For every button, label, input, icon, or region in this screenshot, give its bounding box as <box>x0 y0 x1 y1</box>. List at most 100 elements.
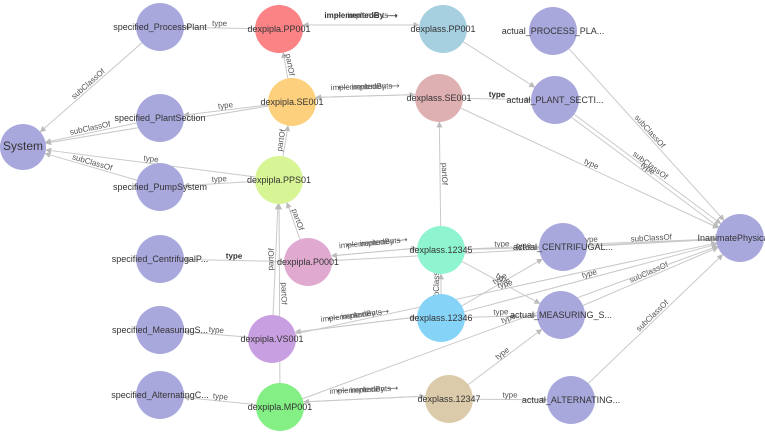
node-label: dexplass.12345 <box>409 245 472 255</box>
node-dp-se001[interactable]: dexpipla.SE001 <box>260 78 324 126</box>
node-dp-mp001[interactable]: dexpipla.MP001 <box>248 383 313 431</box>
node-label: dexpipla.MP001 <box>248 402 313 412</box>
edge-dp_p0001-dp_pps01 <box>285 202 301 240</box>
edge-label-implements: ⟵ implements <box>346 236 401 250</box>
node-sp-measuring[interactable]: specified_MeasuringS... <box>112 306 208 354</box>
node-ac-measuring[interactable]: actual_MEASURING_S... <box>510 291 612 339</box>
nodes-layer: System specified_ProcessPlant specified_Pl… <box>0 3 765 431</box>
node-circle[interactable] <box>415 74 463 122</box>
edge-label-implementedby: implementedBy ⟶ <box>324 11 398 20</box>
node-dp-pp001[interactable]: dexpipla.PP001 <box>247 5 311 53</box>
node-circle[interactable] <box>136 371 184 419</box>
node-dc-12347[interactable]: dexplass.12347 <box>417 375 481 423</box>
edge-label-subclassof: subClassOf <box>70 66 108 101</box>
edge-dp_mp001-sp_alternating <box>183 394 257 406</box>
edge-label-type: type <box>489 90 506 99</box>
edge-label-subclassof: subClassOf <box>634 298 671 334</box>
node-ac-centrifugal[interactable]: actual_CENTRIFUGAL... <box>513 223 613 271</box>
node-sp-alternating[interactable]: specified_AlternatingC... <box>111 371 209 419</box>
node-sp-centrifugal[interactable]: specified_CentrifugalP... <box>112 235 208 283</box>
node-sp-plant[interactable]: specified_ProcessPlant <box>113 3 207 51</box>
node-circle[interactable] <box>417 226 465 274</box>
node-circle[interactable] <box>136 306 184 354</box>
edge-ac_plant-inanimate <box>568 48 725 221</box>
node-circle[interactable] <box>268 78 316 126</box>
node-dc-pp001[interactable]: dexplass.PP001 <box>410 5 476 53</box>
edge-ac_alternating-inanimate <box>587 254 724 384</box>
node-label: actual_PROCESS_PLA... <box>502 26 605 36</box>
edge-label-implements: ⟵ implements <box>338 81 393 91</box>
node-sp-section[interactable]: specified_PlantSection <box>114 94 206 142</box>
node-ac-alternating[interactable]: actual_ALTERNATING... <box>522 376 620 424</box>
edge-dc_12347-ac_measuring <box>467 328 543 386</box>
node-label: dexplass.PP001 <box>410 24 475 34</box>
node-dp-p0001[interactable]: dexpipla.P0001 <box>277 238 339 286</box>
node-circle[interactable] <box>136 94 184 142</box>
edge-label-type: type <box>217 100 234 111</box>
node-circle[interactable] <box>547 376 595 424</box>
edge-label-partof: partOf <box>284 53 297 77</box>
node-dc-se001[interactable]: dexplass.SE001 <box>406 74 472 122</box>
node-circle[interactable] <box>248 315 296 363</box>
edge-label-type: type <box>226 251 243 260</box>
edge-ac_section-inanimate <box>571 117 719 228</box>
edge-label-type: type <box>497 278 514 290</box>
node-circle[interactable] <box>256 383 304 431</box>
node-circle[interactable] <box>539 223 587 271</box>
node-circle[interactable] <box>425 375 473 423</box>
node-circle[interactable] <box>255 5 303 53</box>
edge-label-type: type <box>493 307 509 316</box>
edge-label-type: type <box>208 325 224 335</box>
edge-sp_section-system <box>44 122 137 145</box>
edge-label-implementedby: implementedBy ⟶ <box>329 384 399 396</box>
node-circle[interactable] <box>537 291 585 339</box>
node-ac-section[interactable]: actual_PLANT_SECTI... <box>506 76 604 124</box>
edge-dp_pp001-sp_plant <box>183 24 256 31</box>
edge-dp_pps01-dp_se001 <box>282 125 291 157</box>
node-circle[interactable] <box>417 294 465 342</box>
node-circle[interactable] <box>529 7 577 55</box>
node-system[interactable]: System <box>0 124 46 170</box>
edge-label-type: type <box>143 154 160 165</box>
edge-label-type: type <box>212 391 228 402</box>
node-circle[interactable] <box>136 163 184 211</box>
edge-label-implements: ⟵ implements <box>334 11 389 20</box>
edge-dc_12347-dp_mp001 <box>303 395 425 405</box>
node-circle[interactable] <box>255 156 303 204</box>
node-label: specified_ProcessPlant <box>113 22 207 32</box>
node-circle[interactable] <box>284 238 332 286</box>
edge-dc_12345-ac_measuring <box>461 260 541 305</box>
edge-dc_pp001-ac_section <box>463 41 536 88</box>
node-circle[interactable] <box>419 5 467 53</box>
node-circle[interactable] <box>716 214 764 262</box>
node-ac-plant[interactable]: actual_PROCESS_PLA... <box>502 7 605 55</box>
node-label: specified_AlternatingC... <box>111 390 209 400</box>
edge-label-partof: partOf <box>440 163 449 186</box>
node-circle[interactable] <box>136 3 184 51</box>
node-label: actual_ALTERNATING... <box>522 395 620 405</box>
edge-label-subclassof: subClassOf <box>69 119 112 137</box>
edge-dp_pps01-sp_pump <box>183 180 256 189</box>
node-label: dexpipla.VS001 <box>240 334 303 344</box>
node-dc-12346[interactable]: dexplass.12346 <box>409 294 473 342</box>
edge-label-subclassof: subClassOf <box>633 113 668 150</box>
node-label: actual_CENTRIFUGAL... <box>513 242 613 252</box>
node-label: dexplass.12347 <box>417 394 480 404</box>
edge-ac_section-inanimate <box>573 113 722 225</box>
node-circle[interactable] <box>136 235 184 283</box>
node-dp-vs001[interactable]: dexpipla.VS001 <box>240 315 304 363</box>
node-circle[interactable] <box>531 76 579 124</box>
node-dc-12345[interactable]: dexplass.12345 <box>409 226 473 274</box>
node-sp-pump[interactable]: specified_PumpSystem <box>113 163 207 211</box>
node-circle[interactable] <box>0 124 46 170</box>
node-dp-pps01[interactable]: dexpipla.PPS01 <box>247 156 311 204</box>
node-inanimate[interactable]: InanimatePhysicalOb <box>697 214 765 262</box>
node-label: dexplass.12346 <box>409 313 472 323</box>
edge-ac_measuring-inanimate <box>582 246 719 306</box>
edge-dp_pps01-system <box>45 147 256 178</box>
edge-dp_p0001-sp_centrifugal <box>183 256 285 263</box>
edge-label-partof: partOf <box>266 247 276 270</box>
edge-label-type: type <box>583 235 599 245</box>
node-label: specified_PlantSection <box>114 113 205 123</box>
